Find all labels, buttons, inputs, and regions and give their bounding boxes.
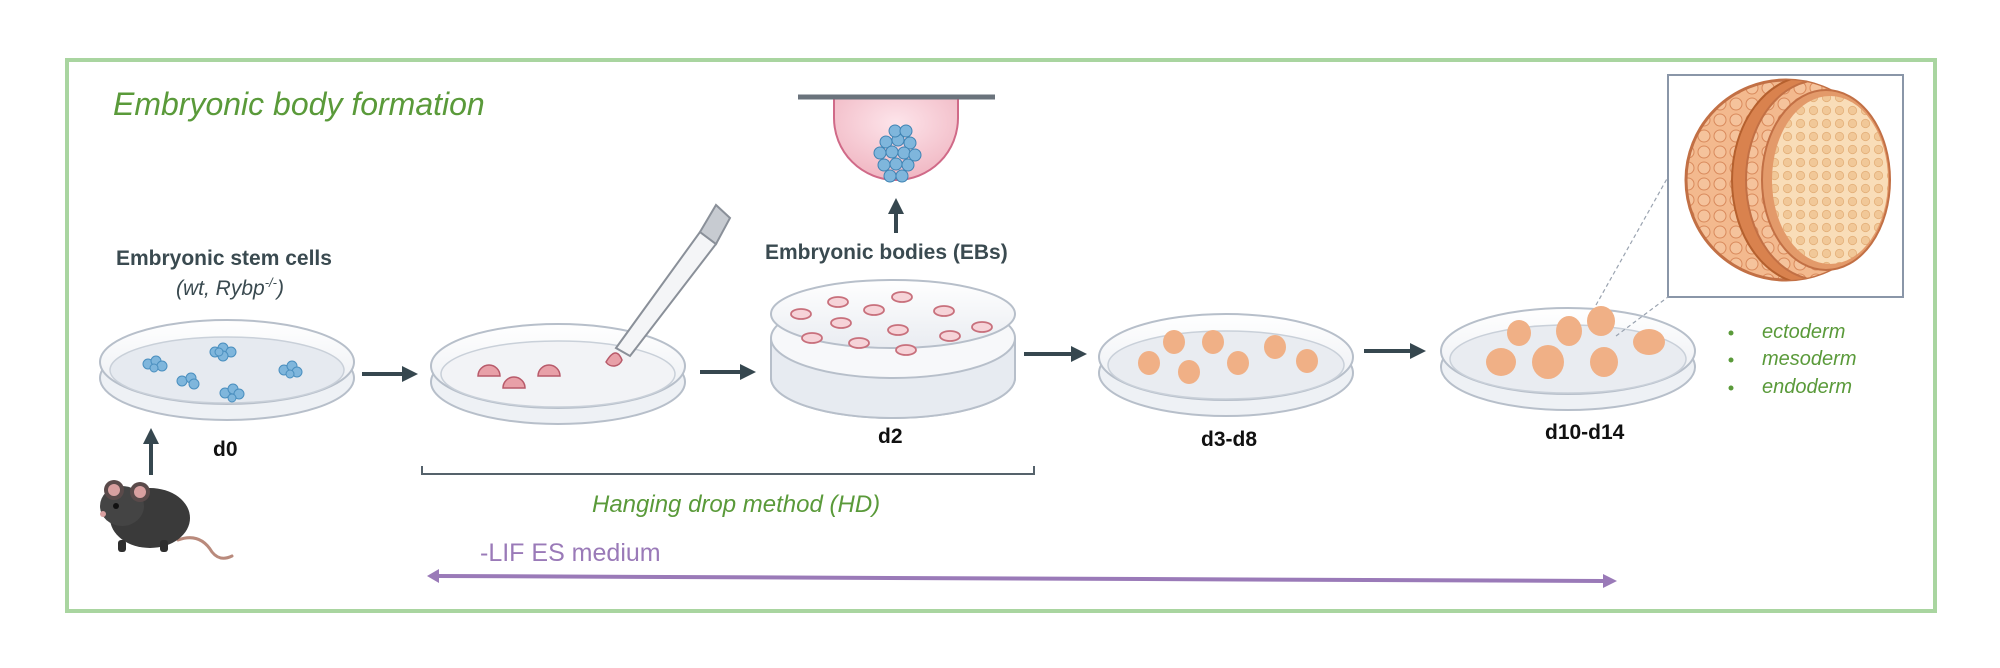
petri-dish-es-cells <box>99 319 355 421</box>
flow-arrows <box>143 198 1426 475</box>
inset-connector-line <box>1595 176 1669 306</box>
germ-layer-ectoderm: ectoderm <box>1762 321 1846 343</box>
day-label-d0: d0 <box>213 438 238 461</box>
petri-dish-embryonic-bodies <box>770 279 1016 419</box>
hanging-drops <box>477 364 561 389</box>
pipette-icon <box>605 203 732 367</box>
germ-layer-endoderm: endoderm <box>1762 376 1853 398</box>
day-label-d10-d14: d10-d14 <box>1545 421 1625 444</box>
hanging-drop-bracket <box>421 466 1035 475</box>
day-label-d2: d2 <box>878 425 903 448</box>
hanging-drop-method-label: Hanging drop method (HD) <box>592 491 881 518</box>
cell-aggregate <box>873 124 922 183</box>
genotype-label: (wt, Rybp-/-) <box>176 275 284 300</box>
germ-layer-mesoderm: mesoderm <box>1762 348 1857 370</box>
day-label-d3-d8: d3-d8 <box>1201 428 1258 451</box>
embryoid-body-cross-section <box>1684 78 1891 282</box>
embryoid-bodies-d3-d8 <box>1138 330 1318 384</box>
embryoid-bodies-d10-d14 <box>1486 306 1665 379</box>
figure-frame <box>65 58 1937 613</box>
drops-on-lid <box>790 291 993 356</box>
mouse-icon <box>100 480 234 560</box>
diagram-title: Embryonic body formation <box>113 86 485 122</box>
es-cell-colonies <box>142 342 303 403</box>
medium-duration-arrow <box>427 569 1617 588</box>
medium-label: -LIF ES medium <box>480 539 661 567</box>
germ-layer-bullets <box>1728 330 1734 391</box>
embryonic-bodies-label: Embryonic bodies (EBs) <box>765 241 1008 264</box>
inset-connector-line <box>1615 296 1669 337</box>
embryonic-stem-cells-label: Embryonic stem cells <box>116 247 332 270</box>
